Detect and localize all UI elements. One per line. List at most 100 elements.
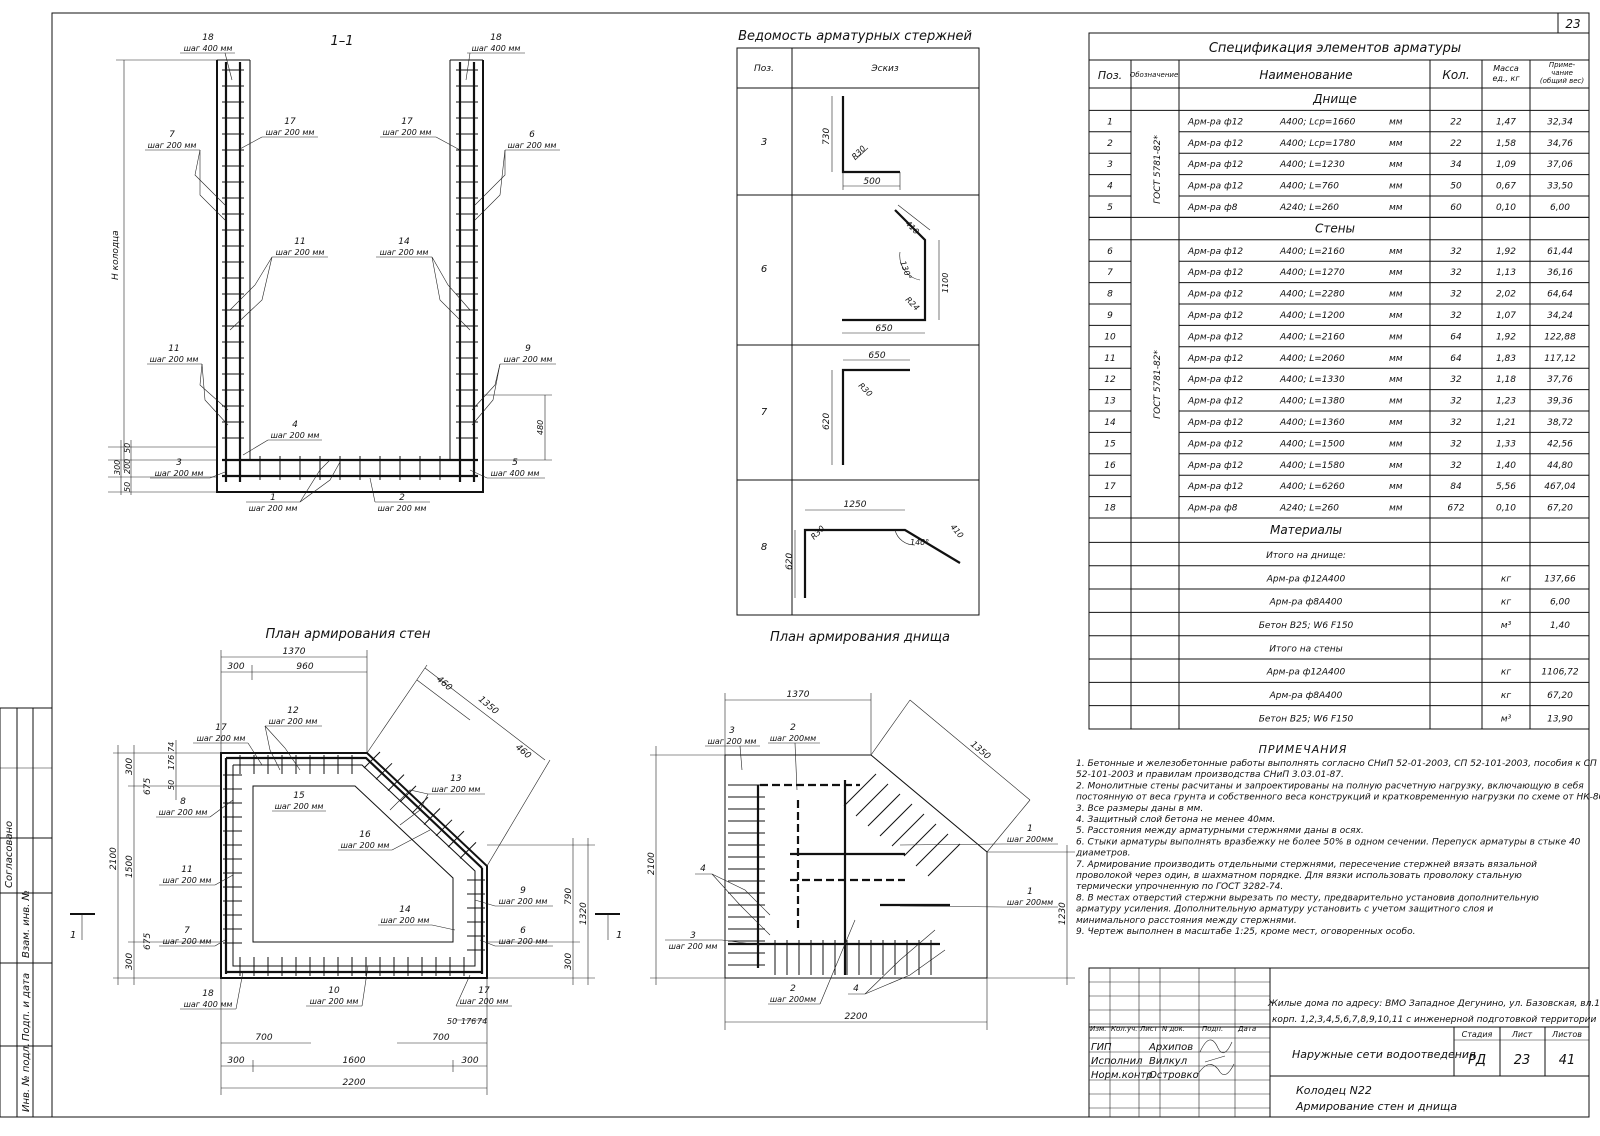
spec-h-mass: Масса [1493, 64, 1519, 73]
tb-col-ndok: N док. [1162, 1025, 1185, 1033]
spec-group-bottom: Днище [1312, 92, 1357, 106]
tb-role-executor: Исполнил [1091, 1056, 1143, 1067]
bottom-callout-4a: 4 [700, 864, 706, 874]
spec-walls-row-2-col-2: А400; L=2280 [1279, 290, 1345, 300]
tb-sheets-header: Листов [1551, 1030, 1582, 1039]
bending-dim-620-8: 620 [785, 553, 795, 570]
spec-group-walls: Стены [1315, 221, 1355, 235]
wall-dim-460-a: 460 [434, 675, 454, 694]
spec-bottom-row-0-col-1: Арм-ра ф12 [1187, 117, 1243, 127]
spec-walls-row-4-col-5: 1,92 [1496, 332, 1516, 342]
wall-callout-10-step: шаг 200 мм [310, 997, 359, 1006]
replace-inv-label: Взам. инв. № [21, 890, 32, 958]
bending-dim-500: 500 [863, 177, 880, 187]
callout-6-step: шаг 200 мм [508, 141, 557, 150]
spec-walls-row-1-col-4: 32 [1450, 268, 1462, 278]
wall-callout-17b-step: шаг 200 мм [460, 997, 509, 1006]
wall-callout-18-step: шаг 400 мм [184, 1000, 233, 1009]
wall-dim-176-a: 176 [167, 755, 176, 770]
callout-11-lower: 11 [168, 344, 179, 354]
dim-200: 200 [123, 459, 132, 474]
callout-7: 7 [169, 130, 175, 140]
bending-dim-650-7: 650 [868, 351, 885, 361]
spec-walls-row-10-col-6: 44,80 [1547, 461, 1573, 471]
spec-walls-row-0-col-1: Арм-ра ф12 [1187, 247, 1243, 257]
spec-h-note2: чание [1551, 69, 1573, 77]
spec-walls-row-1-col-3: мм [1389, 268, 1403, 278]
bottom-callout-3b-step: шаг 200 мм [669, 942, 718, 951]
callout-17-left: 17 [284, 117, 296, 127]
wall-callout-13: 13 [450, 774, 462, 784]
bending-angle-140: 140° [910, 538, 929, 547]
wall-dim-1350: 1350 [476, 695, 500, 718]
spec-walls-row-8-col-2: А400; L=1360 [1279, 418, 1345, 428]
callout-17-right-step: шаг 200 мм [383, 128, 432, 137]
spec-bottom-row-4-col-1: Арм-ра ф8 [1187, 203, 1238, 213]
spec-material-7-value: 13,90 [1547, 714, 1573, 724]
dim-300: 300 [113, 460, 122, 475]
note-line-6: 5. Расстояния между арматурными стержням… [1076, 826, 1364, 836]
wall-callout-16-step: шаг 200 мм [341, 841, 390, 850]
wall-dim-300-top: 300 [227, 662, 244, 672]
spec-h-designation: Обозначение [1130, 71, 1179, 79]
bottom-callout-3b: 3 [690, 931, 696, 941]
spec-walls-row-3-col-4: 32 [1450, 311, 1462, 321]
note-line-7: 6. Стыки арматуры выполнять вразбежку не… [1076, 837, 1581, 847]
spec-walls-row-11-col-3: мм [1389, 482, 1403, 492]
spec-walls-row-4-col-1: Арм-ра ф12 [1187, 332, 1243, 342]
wall-dim-1500: 1500 [125, 855, 135, 878]
spec-walls-row-9-col-6: 42,56 [1547, 439, 1573, 449]
dim-480: 480 [536, 420, 545, 435]
callout-11-upper: 11 [294, 237, 305, 247]
spec-walls-row-11-col-4: 84 [1450, 482, 1462, 492]
sheet-frame: 23 [51, 12, 1590, 1118]
bending-dim-410-8: 410 [948, 523, 965, 540]
section-1-1: 1–1 H колодца 50 300 200 50 480 [108, 34, 552, 495]
bottom-dim-1370: 1370 [787, 690, 810, 700]
wall-callout-9-step: шаг 200 мм [499, 897, 548, 906]
spec-walls-row-3-col-3: мм [1389, 311, 1403, 321]
spec-walls-row-10-col-2: А400; L=1580 [1279, 461, 1345, 471]
spec-walls-row-6-col-6: 37,76 [1547, 375, 1573, 385]
spec-walls-row-8-col-1: Арм-ра ф12 [1187, 418, 1243, 428]
spec-walls-row-12-col-3: мм [1389, 504, 1403, 514]
bottom-callout-1b: 1 [1027, 887, 1033, 897]
bending-dim-730: 730 [822, 128, 832, 145]
spec-walls-row-3-col-5: 1,07 [1496, 311, 1516, 321]
tb-col-izm: Изм. [1090, 1025, 1106, 1033]
spec-walls-row-6-col-1: Арм-ра ф12 [1187, 375, 1243, 385]
spec-walls-row-0-col-4: 32 [1450, 247, 1462, 257]
bending-dim-1250: 1250 [844, 500, 867, 510]
spec-walls-row-4-col-4: 64 [1450, 332, 1462, 342]
spec-material-0-name: Итого на днище: [1266, 551, 1346, 561]
wall-callout-11: 11 [181, 865, 192, 875]
callout-1: 1 [270, 493, 276, 503]
spec-material-3-unit: м³ [1501, 621, 1512, 631]
callout-1-step: шаг 200 мм [249, 504, 298, 513]
spec-walls-row-7-col-3: мм [1389, 397, 1403, 407]
callout-14: 14 [398, 237, 410, 247]
wall-dim-74-b: 74 [477, 1017, 487, 1026]
wall-callout-9: 9 [520, 886, 526, 896]
spec-walls-row-6-col-0: 12 [1104, 375, 1116, 385]
bottom-dim-1230: 1230 [1058, 902, 1068, 925]
wall-callout-10: 10 [328, 986, 340, 996]
note-line-14: минимального расстояния между стержнями. [1076, 916, 1297, 926]
callout-3: 3 [176, 458, 182, 468]
spec-h-pos: Поз. [1098, 69, 1122, 82]
spec-walls-row-7-col-6: 39,36 [1547, 397, 1573, 407]
spec-walls-row-9-col-1: Арм-ра ф12 [1187, 439, 1243, 449]
spec-material-3-name: Бетон В25; W6 F150 [1259, 621, 1354, 631]
spec-walls-row-9-col-2: А400; L=1500 [1279, 439, 1345, 449]
wall-callout-18: 18 [202, 989, 214, 999]
wall-dim-2200: 2200 [343, 1078, 366, 1088]
tb-signature [1197, 1039, 1235, 1075]
cut-mark-right: 1 [616, 930, 622, 941]
callout-4-step: шаг 200 мм [271, 431, 320, 440]
spec-bottom-row-4-col-0: 5 [1107, 203, 1113, 213]
spec-walls-row-12-col-1: Арм-ра ф8 [1187, 504, 1238, 514]
bottom-callout-1b-step: шаг 200мм [1007, 898, 1053, 907]
spec-bottom-row-2-col-0: 3 [1107, 160, 1113, 170]
spec-walls-row-7-col-5: 1,23 [1496, 397, 1516, 407]
